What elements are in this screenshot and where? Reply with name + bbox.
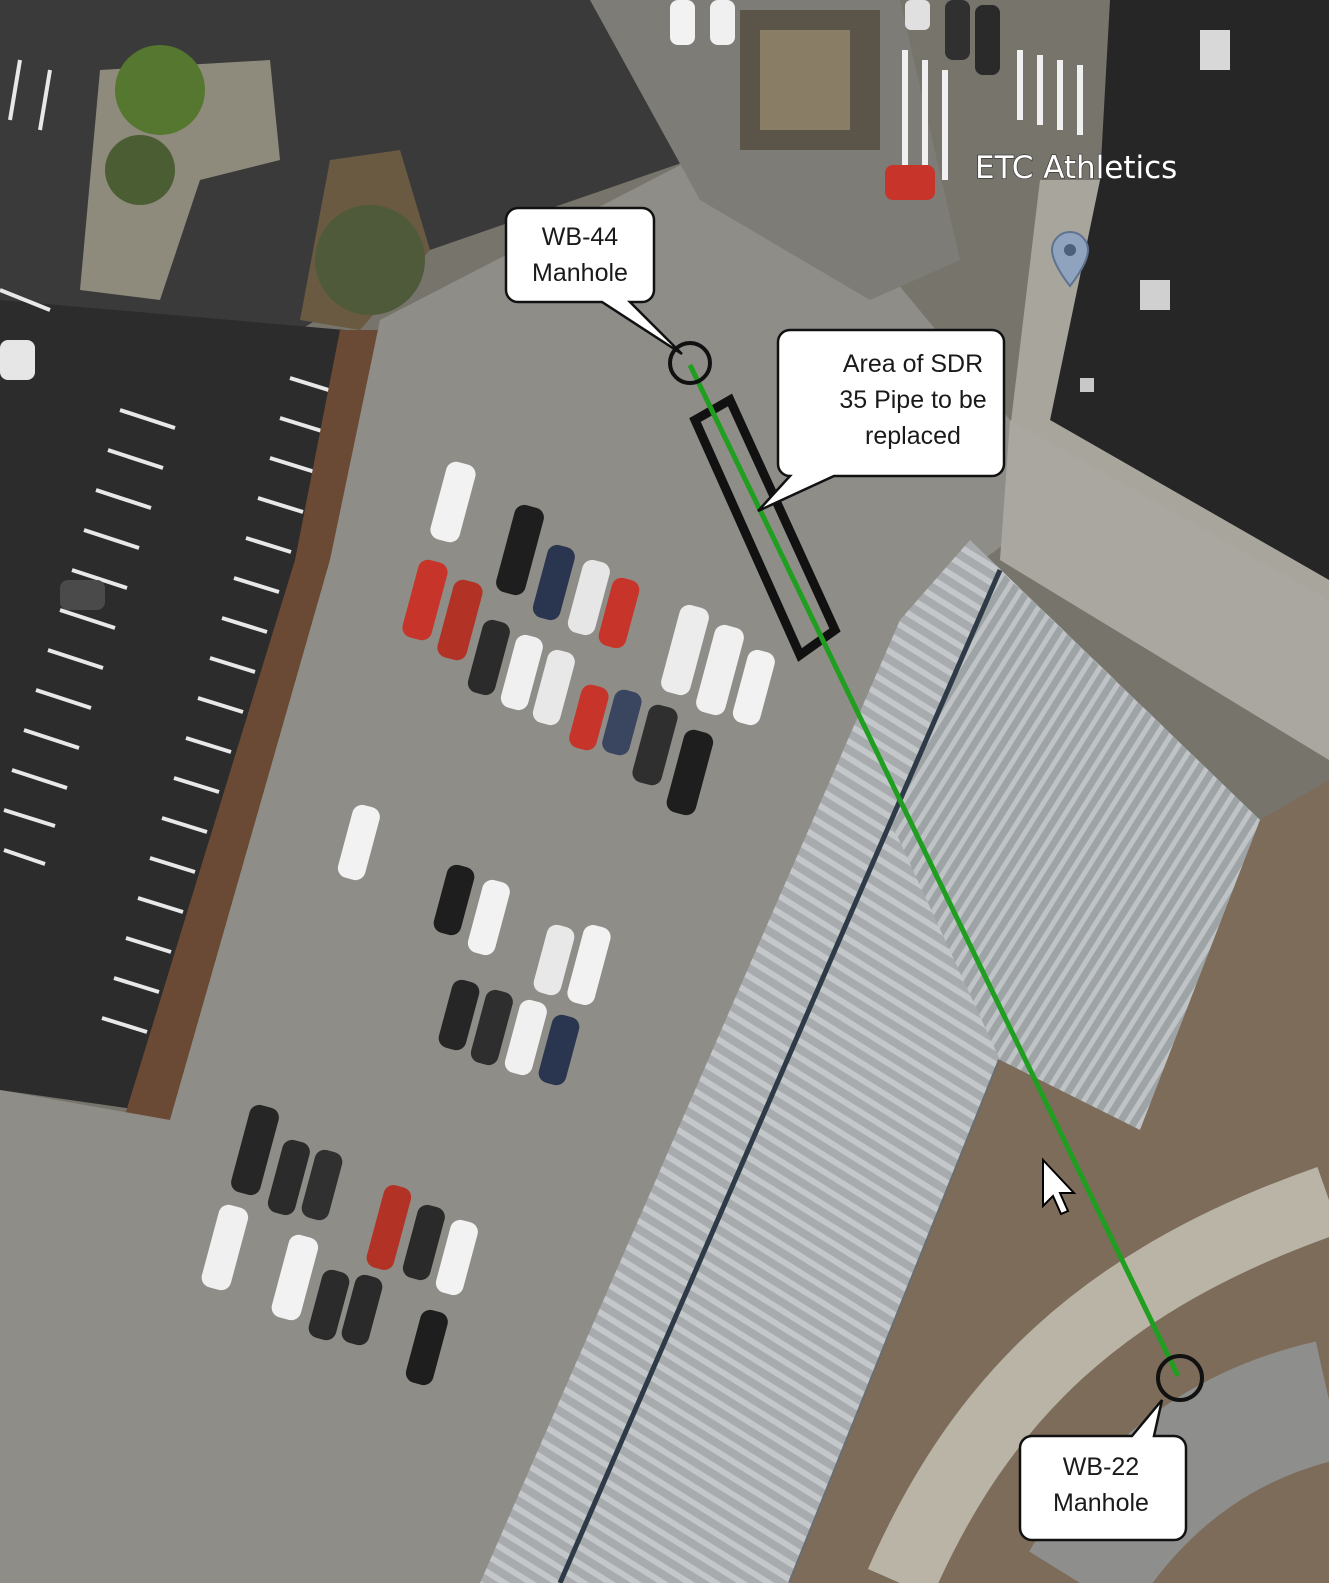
- concrete-lot: [0, 160, 1010, 1583]
- sidewalk: [1000, 420, 1329, 760]
- callout-wb22-line2: Manhole: [1053, 1489, 1149, 1517]
- road-bottom-right: [1029, 1341, 1329, 1583]
- roof-section: [890, 570, 1260, 1130]
- roof-ridge: [557, 569, 1003, 1583]
- sdr-pipe-replacement-area[interactable]: [689, 393, 841, 662]
- callout-sdr-pipe[interactable]: Area of SDR 35 Pipe to be replaced: [757, 328, 1006, 513]
- construction-area-inner: [760, 30, 850, 130]
- mouse-pointer-icon: [1042, 1157, 1077, 1216]
- map-pin-icon[interactable]: [1050, 230, 1090, 288]
- manhole-marker-wb22[interactable]: [1156, 1354, 1204, 1402]
- parked-cars: [0, 0, 1000, 1386]
- building-edge: [1010, 180, 1329, 600]
- callout-sdr-line2: 35 Pipe to be: [839, 386, 986, 414]
- manhole-marker-wb44[interactable]: [668, 341, 712, 385]
- rooftop-unit: [1080, 378, 1094, 392]
- parking-stall-lines: [0, 59, 336, 1034]
- tree: [105, 135, 175, 205]
- place-label[interactable]: ETC Athletics: [974, 149, 1178, 186]
- walking-path: [867, 1166, 1329, 1583]
- rooftop-unit: [1200, 30, 1230, 70]
- callout-wb44-line2: Manhole: [532, 259, 628, 287]
- tree: [115, 45, 205, 135]
- callout-wb44-line1: WB-44: [542, 223, 619, 251]
- callout-wb22-line1: WB-22: [1063, 1453, 1139, 1481]
- tree: [315, 205, 425, 315]
- planting-strip: [125, 330, 380, 1120]
- sewer-pipe-line[interactable]: [687, 363, 1181, 1378]
- callout-sdr-line1: Area of SDR: [843, 350, 983, 378]
- callout-sdr-line3: replaced: [865, 422, 961, 450]
- callout-wb44[interactable]: WB-44 Manhole: [504, 206, 683, 356]
- crosswalk: [902, 50, 1083, 180]
- left-parking-lot: [0, 300, 345, 1110]
- callout-wb22[interactable]: WB-22 Manhole: [1018, 1399, 1188, 1542]
- rooftop-unit: [1140, 280, 1170, 310]
- etc-athletics-building: [1050, 0, 1329, 580]
